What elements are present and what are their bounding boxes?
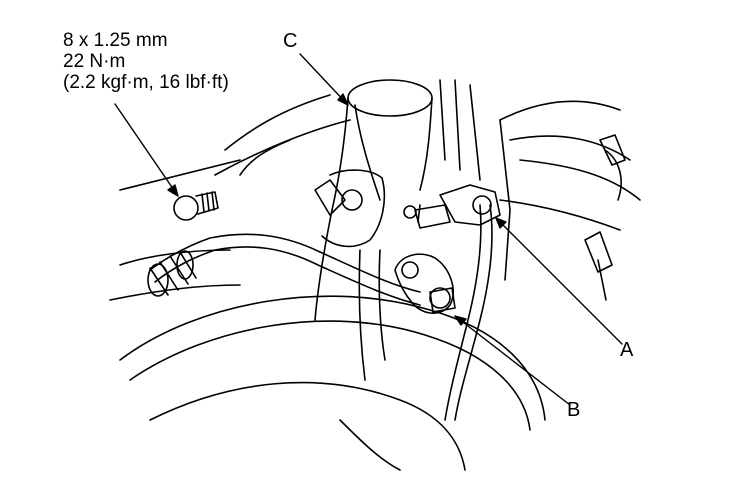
torque-alt-text: (2.2 kgf·m, 16 lbf·ft) (63, 72, 229, 93)
hose-bracket (394, 253, 456, 314)
bolt-size-text: 8 x 1.25 mm (63, 30, 168, 51)
strut-knuckle (314, 79, 511, 381)
leader-lines (114, 53, 623, 406)
flange-bolt (173, 191, 219, 221)
sensor-clip (403, 184, 501, 421)
callout-b: B (567, 399, 581, 421)
background-outlines (109, 94, 641, 301)
callout-c: C (283, 30, 298, 52)
brake-disc (119, 295, 546, 471)
brake-hose (147, 233, 421, 306)
torque-nm-text: 22 N·m (63, 51, 126, 72)
callout-a: A (620, 339, 634, 361)
torque-spec-label: 8 x 1.25 mm 22 N·m (2.2 kgf·m, 16 lbf·ft… (63, 30, 229, 93)
